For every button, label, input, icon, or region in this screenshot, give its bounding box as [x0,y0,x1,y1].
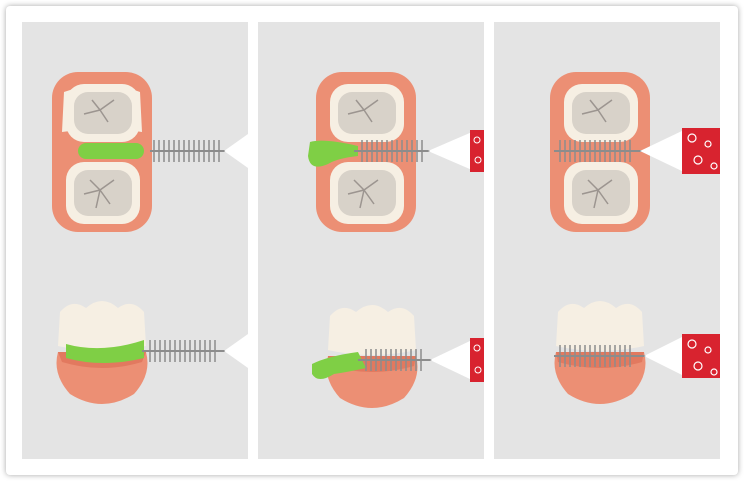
plaque-gumline [66,340,144,363]
step-3-side-view [554,301,720,404]
step-2-panel [258,22,484,459]
step-1-panel [22,22,248,459]
step-3-panel [494,22,720,459]
step-3-occlusal-view [550,72,720,232]
step-1-side-view [56,301,248,404]
brush-handle [682,128,720,174]
handle-dot [687,133,697,143]
plaque-pushed-out [312,352,366,379]
plaque-pushed-out [308,140,358,167]
step-2-occlusal-view [308,72,484,232]
interdental-brush-bristles [554,140,650,162]
handle-dot [473,136,481,144]
brush-handle [682,334,720,378]
step-1-occlusal-view [52,72,248,232]
brush-handle-tip [428,132,472,170]
interdental-brush-side [142,340,234,362]
molar-side [58,301,146,351]
interdental-brush-side [554,345,654,367]
interdental-brush-bristles [354,140,458,162]
plaque-between-teeth [78,143,144,159]
fissure-icon [83,99,115,123]
brush-handle-tip [224,134,248,168]
brush-handle-tip [640,130,684,172]
diagram-frame [6,6,738,475]
interdental-brush-bristles [150,140,234,162]
step-2-side-view [312,305,484,408]
brush-handle [470,130,484,172]
